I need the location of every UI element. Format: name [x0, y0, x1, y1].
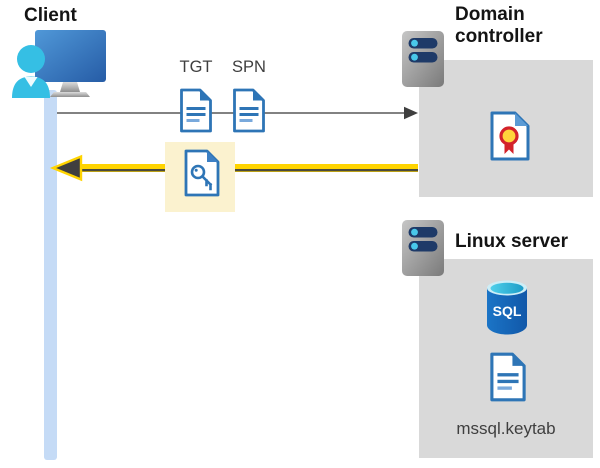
linux-server-label: Linux server: [455, 231, 568, 252]
ticket-reply-arrow: [49, 154, 418, 182]
ticket-request-arrow: [57, 106, 418, 120]
user-at-monitor-icon: [12, 30, 106, 98]
domain-controller-label: Domain controller: [455, 4, 543, 47]
keytab-document-icon: [490, 352, 526, 402]
client-lifeline-bar: [44, 90, 57, 460]
tgt-document-icon: [180, 88, 212, 133]
server-icon: [402, 220, 444, 276]
sql-badge-text: SQL: [493, 303, 522, 319]
keytab-filename-label: mssql.keytab: [456, 419, 556, 438]
client-label: Client: [24, 5, 77, 26]
tgt-label: TGT: [179, 58, 213, 76]
arrow-left-icon: [49, 154, 83, 182]
certificate-icon: [490, 111, 530, 161]
server-icon: [402, 31, 444, 87]
sql-database-icon: SQL: [487, 280, 527, 335]
arrow-right-icon: [404, 106, 418, 120]
spn-label: SPN: [232, 58, 266, 76]
spn-document-icon: [233, 88, 265, 133]
key-ticket-document-icon: [184, 149, 220, 197]
